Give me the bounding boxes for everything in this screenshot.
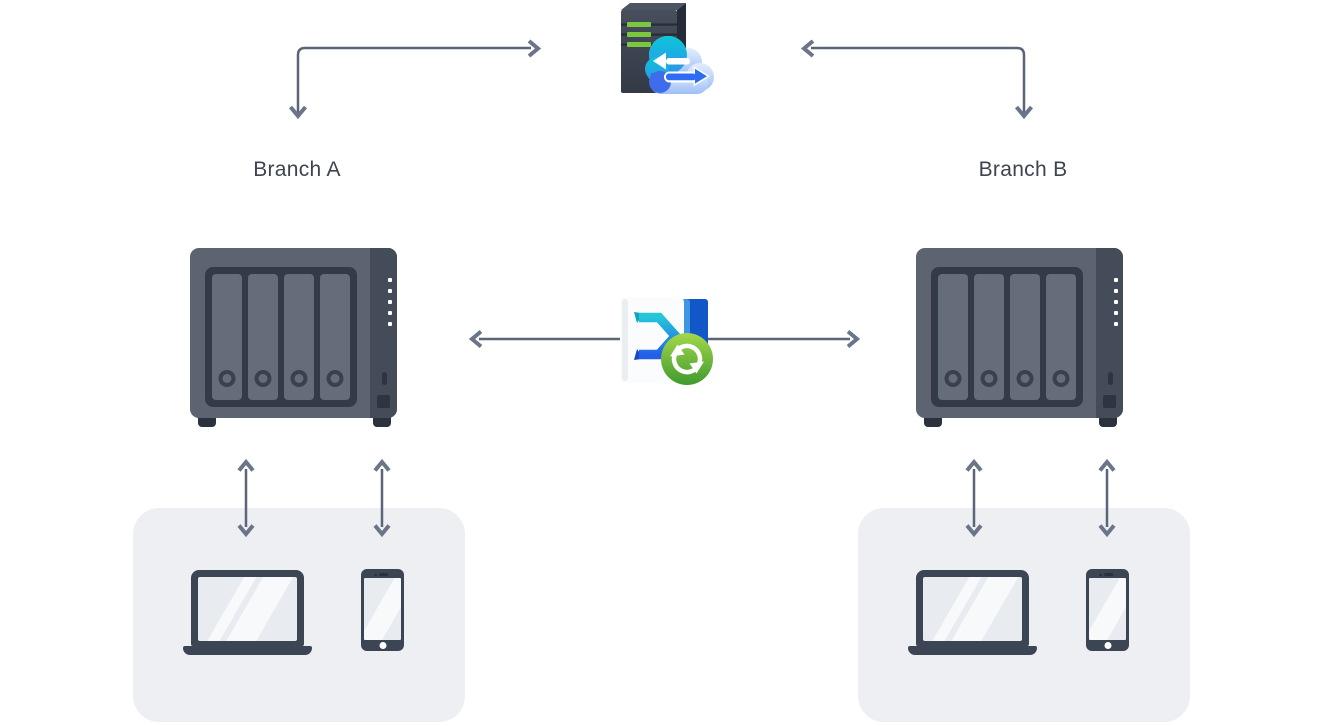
nas-foot [373,417,391,427]
drive-bays [931,267,1083,407]
laptop-icon [183,570,312,655]
connector-hub-branch-a [288,39,542,120]
drive-bay [212,274,242,400]
laptop-screen [191,570,304,646]
drive-bay [1046,274,1076,400]
status-led [388,322,392,326]
phone-speaker [378,573,388,576]
usb-port [382,372,387,385]
phone-camera-dot [1099,573,1102,576]
nas-branch-a [190,248,397,427]
drive-bays [205,267,357,407]
drive-sync-icon [620,297,713,385]
connector-nas-b-phone [1098,458,1116,538]
drive-bay [974,274,1004,400]
status-led [388,278,392,282]
nas-foot [1099,417,1117,427]
status-led [388,289,392,293]
status-led [1114,289,1118,293]
laptop-base [908,646,1037,655]
connector-nas-a-phone [373,458,391,538]
laptop-icon [908,570,1037,655]
smartphone-icon [1086,569,1129,651]
laptop-screen [916,570,1029,646]
exchange-arrows-icon [653,52,710,87]
status-led [1114,300,1118,304]
phone-screen [1089,578,1126,640]
laptop-base [183,646,312,655]
status-led [388,300,392,304]
power-button [377,395,390,408]
drive-bay [248,274,278,400]
usb-port [1108,372,1113,385]
phone-home-button [379,642,386,649]
nas-side-panel [370,248,397,418]
phone-home-button [1104,642,1111,649]
smartphone-icon [361,569,404,651]
status-led [1114,322,1118,326]
nas-side-panel [1096,248,1123,418]
phone-camera-dot [374,573,377,576]
nas-branch-b [916,248,1123,427]
server-status-lights [621,22,677,47]
power-button [1103,395,1116,408]
status-led [1114,278,1118,282]
device-box-branch-a [133,508,465,722]
connector-nas-b-laptop [965,458,983,538]
nas-foot [198,417,216,427]
sync-cloud [645,36,714,94]
nas-body [190,248,397,418]
phone-screen [364,578,401,640]
drive-bay [284,274,314,400]
connector-nas-a-laptop [237,458,255,538]
nas-foot [924,417,942,427]
cloud-sync-server-icon [621,3,714,94]
drive-bay [938,274,968,400]
device-box-branch-b [858,508,1190,722]
connector-hub-branch-b [800,39,1034,120]
drive-bay [320,274,350,400]
phone-speaker [1103,573,1113,576]
drive-bay [1010,274,1040,400]
nas-body [916,248,1123,418]
branch-b-label: Branch B [978,158,1068,181]
sync-badge [661,333,713,385]
status-led [1114,311,1118,315]
branch-a-label: Branch A [253,158,341,181]
status-led [388,311,392,315]
